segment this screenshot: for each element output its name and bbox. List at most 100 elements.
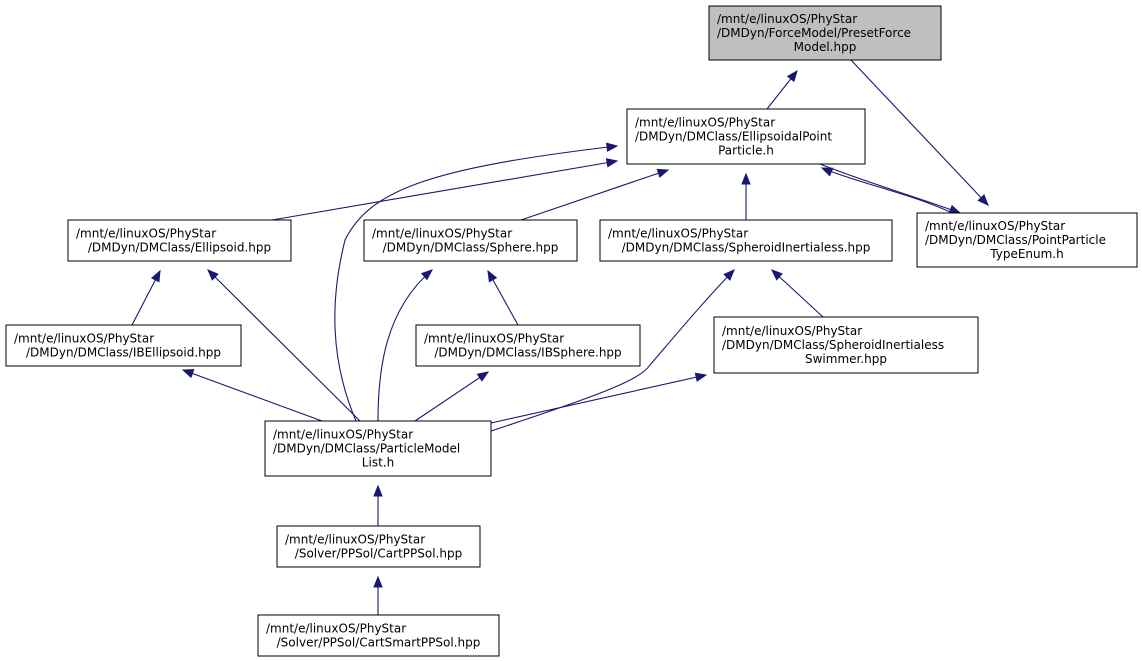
edge-ellipsoidalpoint-to-pointparticletype [819, 163, 962, 214]
node-box [708, 5, 942, 61]
arrow-head-icon [420, 269, 434, 281]
node-label-line: /mnt/e/linuxOS/PhyStar [273, 428, 413, 442]
arrow-head-icon [820, 167, 834, 177]
node-label-line: /mnt/e/linuxOS/PhyStar [722, 324, 862, 338]
node-label-line: /mnt/e/linuxOS/PhyStar [266, 622, 406, 636]
node-box [5, 324, 242, 367]
arrow-head-icon [605, 158, 619, 168]
node-label-line: /mnt/e/linuxOS/PhyStar [76, 227, 216, 241]
node-label-line: /mnt/e/linuxOS/PhyStar [925, 219, 1065, 233]
node-label-line: /Solver/PPSol/CartSmartPPSol.hpp [277, 636, 481, 650]
node-ibsphere[interactable]: /mnt/e/linuxOS/PhyStar/DMDyn/DMClass/IBS… [415, 324, 641, 367]
node-box [276, 525, 481, 568]
node-label-line: /mnt/e/linuxOS/PhyStar [424, 332, 564, 346]
edge-line [182, 369, 323, 422]
edge-particlemodellist-to-ibellipsoid [181, 369, 323, 422]
edge-line [414, 371, 489, 422]
node-box [363, 219, 578, 262]
edge-line [490, 269, 735, 432]
edge-ibsphere-to-sphere [487, 269, 519, 326]
node-cartppsol[interactable]: /mnt/e/linuxOS/PhyStar/Solver/PPSol/Cart… [276, 525, 481, 568]
node-box [264, 420, 492, 477]
node-sphere[interactable]: /mnt/e/linuxOS/PhyStar/DMDyn/DMClass/Sph… [363, 219, 578, 262]
node-box [415, 324, 641, 367]
edge-line [821, 167, 953, 214]
node-label-line: /DMDyn/DMClass/PointParticle [925, 233, 1106, 247]
node-spheroidswimmer[interactable]: /mnt/e/linuxOS/PhyStar/DMDyn/DMClass/Sph… [713, 316, 979, 374]
arrow-head-icon [694, 372, 708, 382]
arrow-head-icon [207, 269, 219, 281]
node-label-line: Model.hpp [794, 40, 857, 54]
arrow-head-icon [771, 269, 783, 281]
node-ibellipsoid[interactable]: /mnt/e/linuxOS/PhyStar/DMDyn/DMClass/IBE… [5, 324, 242, 367]
node-presetforcemodel: /mnt/e/linuxOS/PhyStar/DMDyn/ForceModel/… [708, 5, 942, 61]
arrow-head-icon [606, 142, 619, 152]
node-label-line: /DMDyn/DMClass/IBEllipsoid.hpp [26, 346, 221, 360]
edge-pointparticletype-to-ellipsoidalpoint [820, 167, 953, 214]
node-label-line: /DMDyn/DMClass/EllipsoidalPoint [635, 130, 832, 144]
node-label-line: List.h [362, 456, 394, 470]
node-box [599, 219, 893, 262]
node-label-line: /DMDyn/DMClass/SpheroidInertialess.hpp [622, 241, 871, 255]
node-label-line: /DMDyn/DMClass/ParticleModel [273, 442, 460, 456]
node-label-line: /DMDyn/DMClass/Sphere.hpp [383, 241, 559, 255]
edge-particlemodellist-to-ellipsoidalpoint [334, 142, 619, 422]
edge-particlemodellist-to-spheroidswimmer [490, 372, 708, 424]
node-label-line: /DMDyn/DMClass/SpheroidInertialess [722, 338, 944, 352]
node-label-line: /DMDyn/ForceModel/PresetForce [717, 26, 911, 40]
node-box [67, 219, 292, 262]
arrow-head-icon [476, 371, 490, 382]
node-box [257, 614, 500, 657]
node-label-line: /mnt/e/linuxOS/PhyStar [285, 533, 425, 547]
arrow-head-icon [150, 269, 161, 283]
edge-ellipsoid-to-ellipsoidalpoint [271, 158, 619, 221]
node-label-line: /mnt/e/linuxOS/PhyStar [608, 227, 748, 241]
edge-cartppsol-to-particlemodellist [373, 484, 383, 526]
edge-line [771, 269, 824, 318]
node-label-line: /mnt/e/linuxOS/PhyStar [717, 12, 857, 26]
edge-line [490, 374, 707, 424]
node-label-line: /mnt/e/linuxOS/PhyStar [372, 227, 512, 241]
node-box [713, 316, 979, 374]
edge-line [520, 169, 669, 221]
edge-spheroidinertialess-to-ellipsoidalpoint [741, 172, 751, 220]
node-cartsmartppsol[interactable]: /mnt/e/linuxOS/PhyStar/Solver/PPSol/Cart… [257, 614, 500, 657]
edge-particlemodellist-to-ibsphere [414, 371, 490, 422]
arrow-head-icon [373, 484, 383, 497]
node-ellipsoidalpoint[interactable]: /mnt/e/linuxOS/PhyStar/DMDyn/DMClass/Ell… [626, 108, 866, 165]
node-label-line: /mnt/e/linuxOS/PhyStar [635, 116, 775, 130]
arrow-head-icon [948, 204, 962, 214]
edge-ellipsoidalpoint-to-presetforcemodel [766, 69, 798, 110]
node-label-line: /mnt/e/linuxOS/PhyStar [14, 332, 154, 346]
nodes-layer: /mnt/e/linuxOS/PhyStar/DMDyn/ForceModel/… [5, 5, 1138, 657]
edge-particlemodellist-to-spheroidinertialess [490, 269, 735, 432]
node-particlemodellist[interactable]: /mnt/e/linuxOS/PhyStar/DMDyn/DMClass/Par… [264, 420, 492, 477]
edge-spheroidswimmer-to-spheroidinertialess [771, 269, 824, 318]
node-spheroidinertialess[interactable]: /mnt/e/linuxOS/PhyStar/DMDyn/DMClass/Sph… [599, 219, 893, 262]
arrow-head-icon [977, 194, 989, 206]
arrow-head-icon [181, 369, 195, 379]
edge-ibellipsoid-to-ellipsoid [131, 269, 161, 326]
node-label-line: /DMDyn/DMClass/Ellipsoid.hpp [88, 241, 271, 255]
edge-particlemodellist-to-sphere [377, 269, 434, 422]
arrow-head-icon [656, 168, 670, 178]
edge-line [207, 269, 361, 422]
edge-line [334, 145, 618, 422]
node-label-line: /Solver/PPSol/CartPPSol.hpp [295, 547, 462, 561]
edges-layer [131, 59, 989, 615]
node-box [916, 212, 1138, 268]
arrow-head-icon [723, 269, 735, 281]
node-label-line: Particle.h [718, 144, 774, 158]
arrow-head-icon [487, 269, 498, 283]
edge-line [271, 160, 618, 221]
node-label-line: Swimmer.hpp [805, 352, 887, 366]
arrow-head-icon [373, 575, 383, 588]
edge-sphere-to-ellipsoidalpoint [520, 168, 670, 221]
node-ellipsoid[interactable]: /mnt/e/linuxOS/PhyStar/DMDyn/DMClass/Ell… [67, 219, 292, 262]
node-label-line: TypeEnum.h [989, 247, 1063, 261]
node-label-line: /DMDyn/DMClass/IBSphere.hpp [434, 346, 621, 360]
node-pointparticletype[interactable]: /mnt/e/linuxOS/PhyStar/DMDyn/DMClass/Poi… [916, 212, 1138, 268]
edge-line [850, 59, 989, 206]
edge-particlemodellist-to-ellipsoid [207, 269, 361, 422]
